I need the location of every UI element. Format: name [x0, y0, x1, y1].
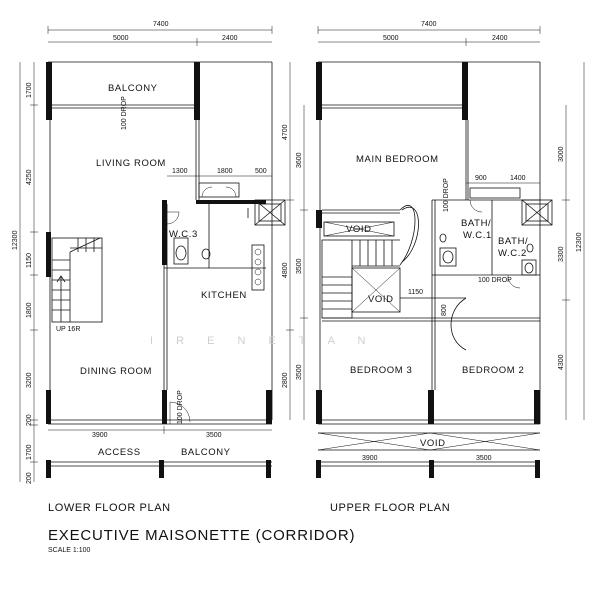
- room-label-kitchen: KITCHEN: [201, 290, 247, 301]
- upper-bath-dim-900: 900: [475, 175, 487, 182]
- room-label-void-1: VOID: [346, 224, 372, 235]
- room-label-bath-wc2: BATH/W.C.2: [498, 236, 528, 259]
- room-label-void-2: VOID: [368, 294, 394, 305]
- upper-drop-note-b: 100 DROP: [478, 277, 512, 284]
- room-label-wc3: W.C.3: [169, 229, 198, 240]
- lower-balcony-drop-note: 100 DROP: [121, 96, 128, 130]
- lower-stair-note: UP 16R: [56, 326, 80, 333]
- lower-staircase: [51, 237, 103, 323]
- room-label-bedroom-2: BEDROOM 2: [462, 365, 524, 376]
- upper-bath-dim-1400: 1400: [510, 175, 526, 182]
- lower-dim-1700-top: 1700: [26, 82, 33, 98]
- lower-kitchen-dim-1300: 1300: [172, 168, 188, 175]
- plan-title: EXECUTIVE MAISONETTE (CORRIDOR): [48, 527, 355, 544]
- upper-dim-total-width: 7400: [421, 21, 437, 28]
- upper-dim-2400: 2400: [492, 35, 508, 42]
- lower-dim-2400: 2400: [222, 35, 238, 42]
- room-label-bath-wc1: BATH/W.C.1: [461, 218, 492, 241]
- upper-dim-3300: 3300: [558, 246, 565, 262]
- caption-upper-floor-plan: UPPER FLOOR PLAN: [330, 502, 450, 514]
- room-label-access: ACCESS: [98, 447, 141, 458]
- lower-dim-4700: 4700: [282, 124, 289, 140]
- upper-drop-note-a: 100 DROP: [443, 178, 450, 212]
- lower-kitchen-dim-500: 500: [255, 168, 267, 175]
- upper-floor-plan: 7400 5000 2400 3600 3500 3500 3000 3300 …: [296, 21, 585, 478]
- upper-dim-3500-a: 3500: [296, 258, 303, 274]
- lower-dim-1700-bottom: 1700: [26, 444, 33, 460]
- lower-dim-200-a: 200: [26, 414, 33, 426]
- upper-bottom-dim-3900: 3900: [362, 455, 378, 462]
- upper-mid-dim-1150: 1150: [408, 289, 423, 296]
- lower-dim-1150: 1150: [26, 253, 33, 268]
- upper-bottom-dim-3500: 3500: [476, 455, 492, 462]
- upper-top-dimensions: 7400 5000 2400: [317, 21, 541, 46]
- upper-right-dimensions: 3000 3300 4300 12300: [558, 62, 585, 420]
- room-label-void-3: VOID: [420, 438, 446, 449]
- upper-dim-4300: 4300: [558, 354, 565, 370]
- lower-dim-total-width: 7400: [153, 21, 169, 28]
- lower-dim-200-b: 200: [26, 472, 33, 484]
- lower-top-dimensions: 7400 5000 2400: [47, 21, 273, 46]
- upper-dim-3000: 3000: [558, 146, 565, 162]
- upper-dim-3500-b: 3500: [296, 364, 303, 380]
- lower-right-dimensions: 4700 4800 2800: [282, 62, 294, 420]
- lower-floor-plan: 7400 5000 2400 12300 1700 4250 1150 1800…: [12, 21, 294, 484]
- caption-lower-floor-plan: LOWER FLOOR PLAN: [48, 502, 171, 514]
- lower-dim-4250: 4250: [26, 169, 33, 185]
- lower-dim-4800: 4800: [282, 262, 289, 278]
- lower-dim-12300: 12300: [12, 230, 19, 250]
- room-label-dining-room: DINING ROOM: [80, 366, 152, 377]
- watermark: I R E N E T A N: [150, 335, 375, 347]
- upper-staircase: [321, 239, 400, 319]
- upper-left-dimensions: 3600 3500 3500: [296, 105, 308, 420]
- lower-left-dimensions: 12300 1700 4250 1150 1800 3200 200 1700 …: [12, 62, 38, 484]
- lower-access-drop-note: 100 DROP: [177, 390, 184, 424]
- lower-dim-2800: 2800: [282, 372, 289, 388]
- upper-dim-12300: 12300: [576, 232, 583, 252]
- room-label-balcony-bottom: BALCONY: [181, 447, 231, 458]
- upper-mid-dim-800: 800: [441, 304, 448, 316]
- room-label-main-bedroom: MAIN BEDROOM: [356, 154, 439, 165]
- room-label-living-room: LIVING ROOM: [96, 158, 166, 169]
- room-label-balcony: BALCONY: [108, 83, 158, 94]
- room-label-bedroom-3: BEDROOM 3: [350, 365, 412, 376]
- upper-dim-3600: 3600: [296, 152, 303, 168]
- lower-kitchen-dim-1800: 1800: [217, 168, 233, 175]
- upper-dim-5000: 5000: [383, 35, 399, 42]
- lower-bottom-dim-3900: 3900: [92, 432, 108, 439]
- plan-scale: SCALE 1:100: [48, 547, 91, 554]
- lower-dim-1800: 1800: [26, 302, 33, 318]
- lower-dim-5000: 5000: [113, 35, 129, 42]
- lower-dim-3200: 3200: [26, 372, 33, 388]
- lower-bottom-dim-3500: 3500: [206, 432, 222, 439]
